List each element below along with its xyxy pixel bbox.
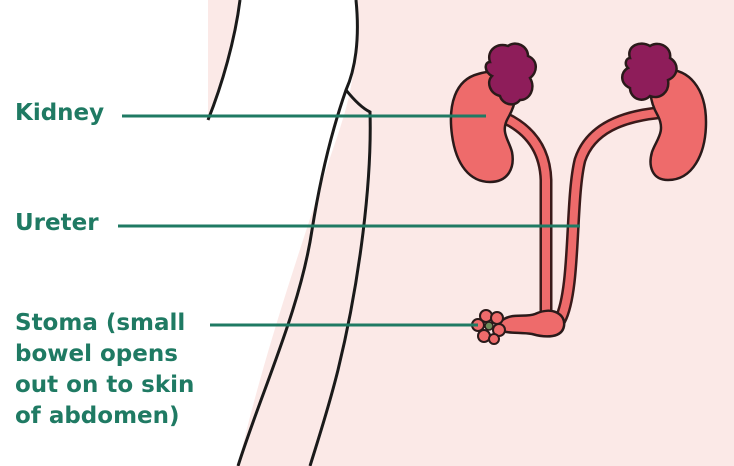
stoma-label-line: Stoma (small	[15, 308, 194, 339]
ureter-label: Ureter	[15, 208, 99, 239]
kidney-label: Kidney	[15, 98, 104, 129]
stoma-label: Stoma (small bowel opens out on to skin …	[15, 308, 194, 432]
stoma-label-line: bowel opens	[15, 339, 194, 370]
stoma-label-line: of abdomen)	[15, 401, 194, 432]
stoma-label-line: out on to skin	[15, 370, 194, 401]
